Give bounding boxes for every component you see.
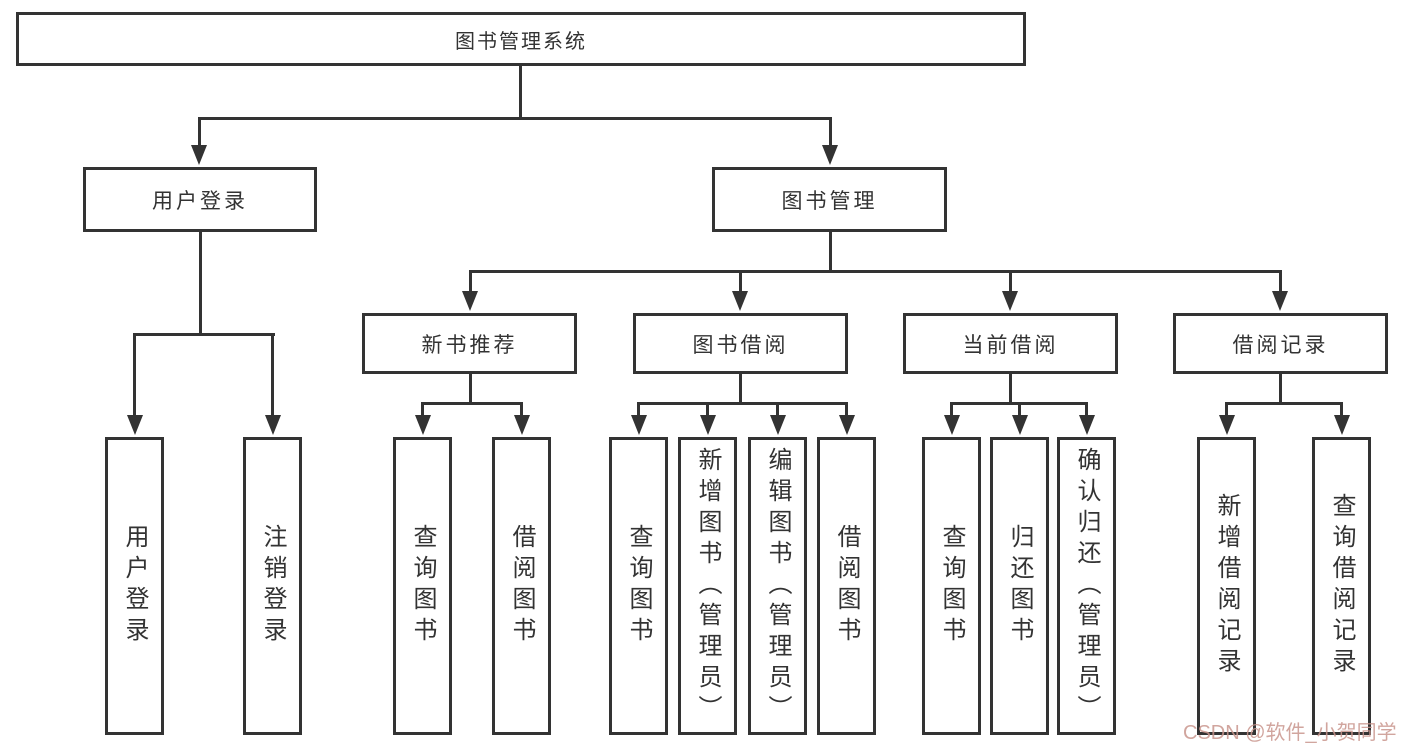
connector-vline [1009,373,1012,404]
leaf-add-borrow-record: 新增借阅记录 [1197,437,1256,735]
arrowhead-icon [1333,415,1350,435]
leaf-query-borrow-record-label: 查询借阅记录 [1328,493,1355,679]
leaf-edit-book-admin: 编辑图书（管理员） [748,437,807,735]
connector-vline [199,232,202,335]
leaf-logout-label: 注销登录 [259,524,286,648]
arrow-shaft [738,270,742,293]
leaf-confirm-return-admin-label: 确认归还（管理员） [1073,446,1100,726]
node-borrow-record: 借阅记录 [1173,313,1388,374]
leaf-borrow-book-2-label: 借阅图书 [833,524,860,648]
arrowhead-icon [1218,415,1235,435]
node-book-management: 图书管理 [712,167,947,232]
connector-vline [739,373,742,404]
node-root-label: 图书管理系统 [455,30,587,53]
connector-hline [637,402,848,405]
arrow-shaft [950,402,953,417]
arrowhead-icon [732,291,748,311]
arrow-shaft [133,333,136,417]
arrow-shaft [1225,402,1228,417]
connector-hline [469,270,1282,273]
connector-vline [829,232,832,273]
arrowhead-icon [769,415,786,435]
leaf-borrow-book-2: 借阅图书 [817,437,876,735]
arrowhead-icon [1002,291,1018,311]
leaf-query-book-3: 查询图书 [922,437,981,735]
connector-vline [469,373,472,404]
connector-hline [198,117,832,120]
arrowhead-icon [699,415,716,435]
arrowhead-icon [838,415,855,435]
arrow-shaft [520,402,523,417]
arrow-shaft [828,117,832,147]
leaf-query-borrow-record: 查询借阅记录 [1312,437,1371,735]
arrow-shaft [1085,402,1088,417]
leaf-query-book-2: 查询图书 [609,437,668,735]
node-current-borrow: 当前借阅 [903,313,1118,374]
arrowhead-icon [1011,415,1028,435]
leaf-query-book-1-label: 查询图书 [409,524,436,648]
arrowhead-icon [1272,291,1288,311]
leaf-return-book-label: 归还图书 [1006,524,1033,648]
leaf-edit-book-admin-label: 编辑图书（管理员） [764,446,791,726]
arrow-shaft [1278,270,1282,293]
arrowhead-icon [191,145,207,165]
connector-hline [133,333,275,336]
arrowhead-icon [126,415,143,435]
arrowhead-icon [513,415,530,435]
arrow-shaft [1340,402,1343,417]
leaf-query-book-2-label: 查询图书 [625,524,652,648]
arrow-shaft [706,402,709,417]
leaf-confirm-return-admin: 确认归还（管理员） [1057,437,1116,735]
leaf-add-book-admin: 新增图书（管理员） [678,437,737,735]
arrowhead-icon [943,415,960,435]
leaf-borrow-book-1-label: 借阅图书 [508,524,535,648]
node-current-borrow-label: 当前借阅 [962,333,1059,357]
leaf-user-login-label: 用户登录 [121,524,148,648]
arrow-shaft [1018,402,1021,417]
node-user-login: 用户登录 [83,167,317,232]
leaf-logout: 注销登录 [243,437,302,735]
arrowhead-icon [1078,415,1095,435]
arrow-shaft [468,270,472,293]
arrowhead-icon [462,291,478,311]
node-root: 图书管理系统 [16,12,1026,66]
leaf-borrow-book-1: 借阅图书 [492,437,551,735]
node-book-borrow-label: 图书借阅 [692,333,789,357]
node-borrow-record-label: 借阅记录 [1232,333,1329,357]
leaf-add-borrow-record-label: 新增借阅记录 [1213,493,1240,679]
leaf-add-book-admin-label: 新增图书（管理员） [694,446,721,726]
arrowhead-icon [630,415,647,435]
leaf-user-login: 用户登录 [105,437,164,735]
connector-hline [421,402,523,405]
node-book-management-label: 图书管理 [781,189,878,213]
connector-vline [1279,373,1282,404]
arrow-shaft [637,402,640,417]
csdn-watermark: CSDN @软件_小贺同学 [1183,722,1397,744]
arrowhead-icon [822,145,838,165]
arrowhead-icon [264,415,281,435]
leaf-return-book: 归还图书 [990,437,1049,735]
connector-hline [1225,402,1343,405]
connector-vline [519,66,522,119]
node-user-login-label: 用户登录 [152,189,248,213]
node-new-book-recommend-label: 新书推荐 [421,333,518,357]
node-new-book-recommend: 新书推荐 [362,313,577,374]
arrow-shaft [845,402,848,417]
arrow-shaft [271,333,274,417]
arrowhead-icon [414,415,431,435]
arrow-shaft [776,402,779,417]
leaf-query-book-1: 查询图书 [393,437,452,735]
arrow-shaft [1008,270,1012,293]
arrow-shaft [421,402,424,417]
leaf-query-book-3-label: 查询图书 [938,524,965,648]
node-book-borrow: 图书借阅 [633,313,848,374]
arrow-shaft [197,117,201,147]
